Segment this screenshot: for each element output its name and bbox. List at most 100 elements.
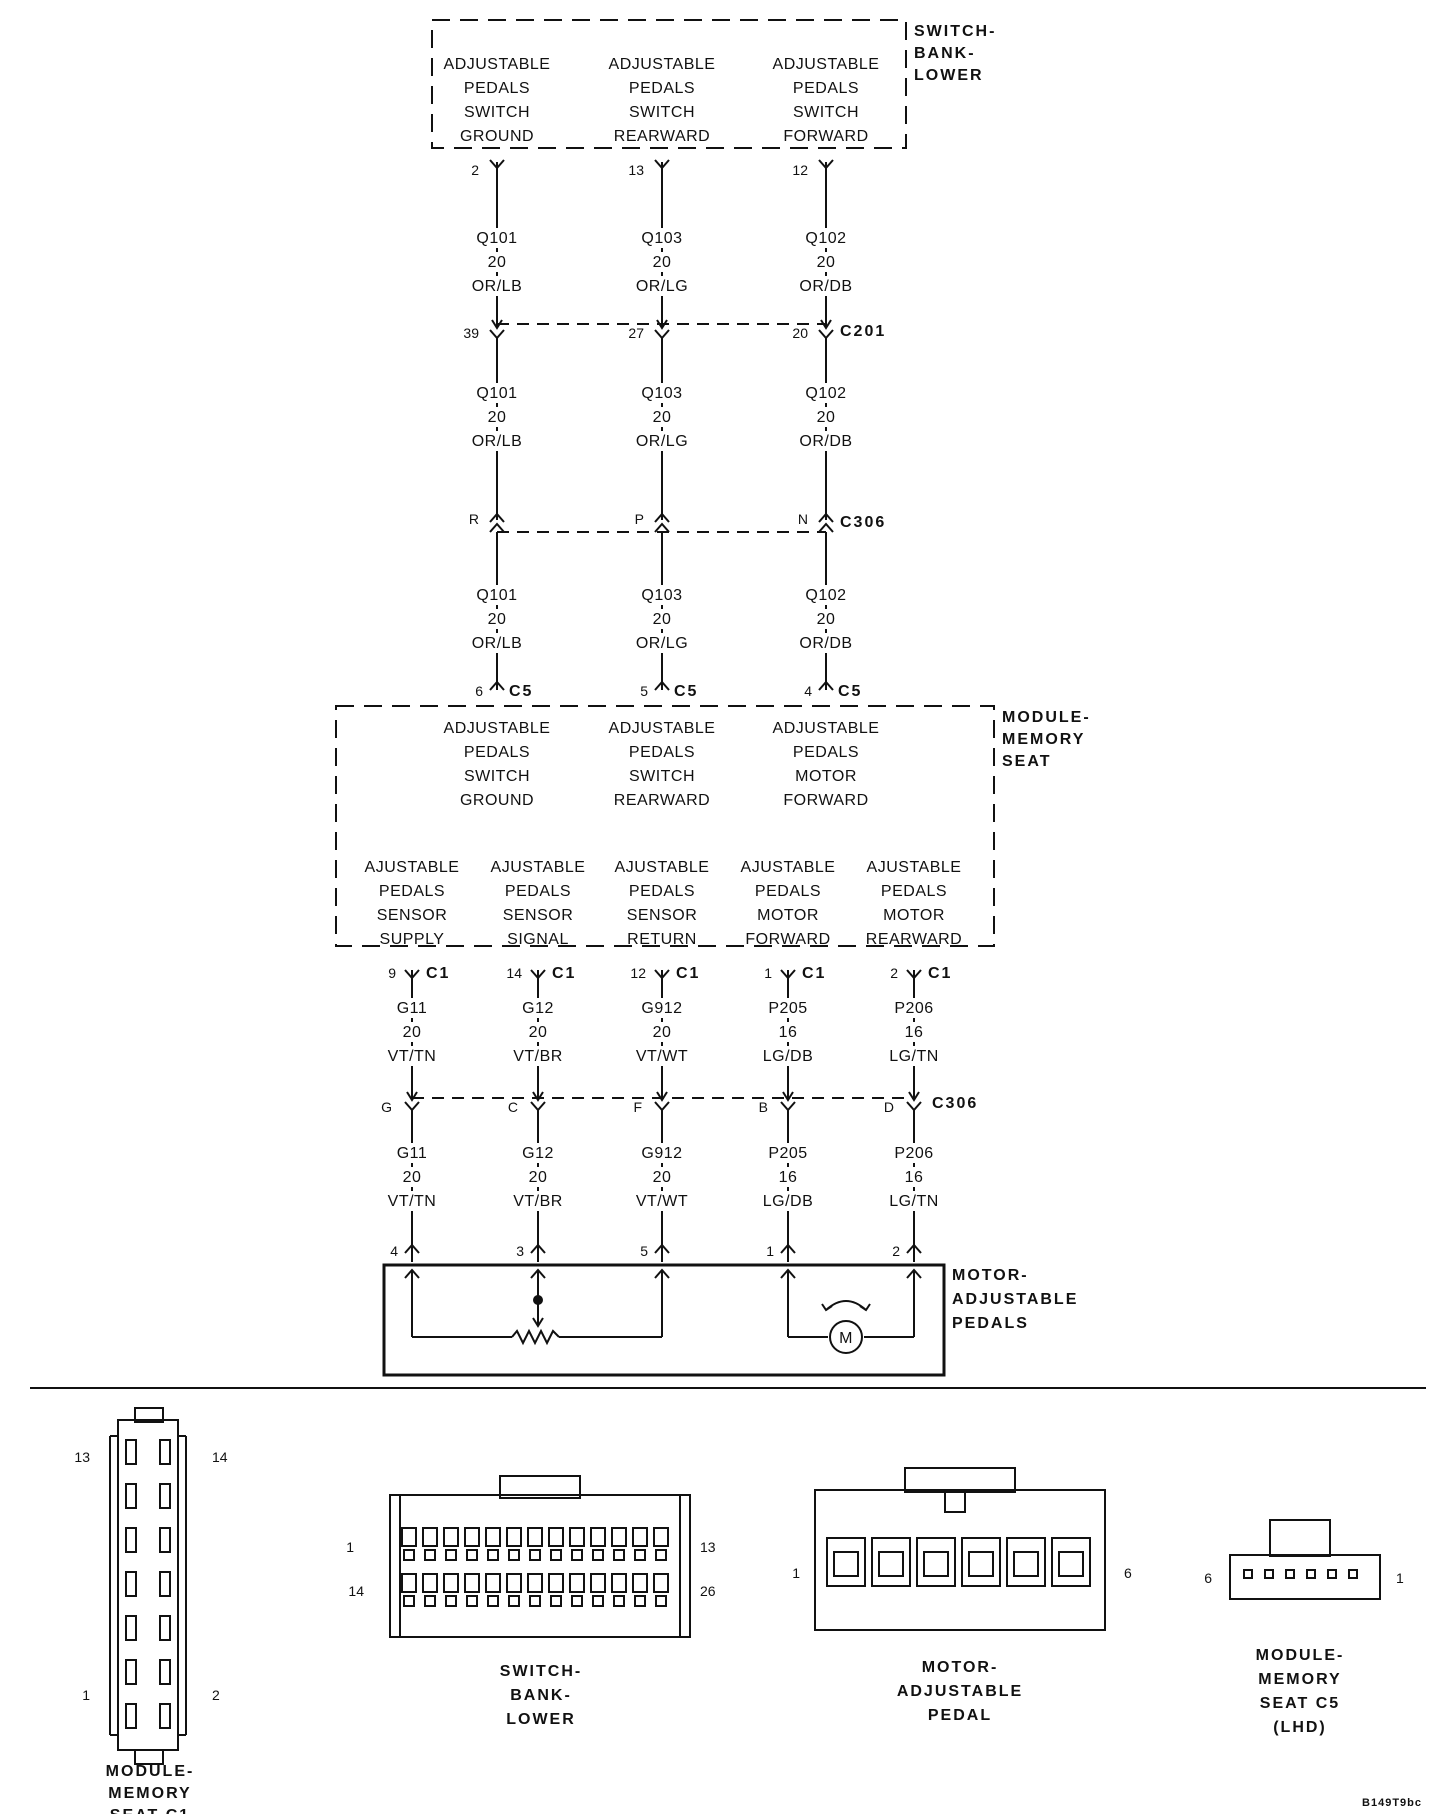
c5-view-title: SEAT C5 — [1260, 1695, 1340, 1712]
switch-pin-cavity — [529, 1595, 541, 1607]
wire-label-bg — [876, 1143, 952, 1163]
switch-function-label: ADJUSTABLE — [609, 56, 716, 73]
wire-color: OR/LB — [472, 635, 523, 652]
motor-pin-cavity — [1058, 1551, 1084, 1577]
module-top-function-label: SWITCH — [464, 768, 530, 785]
rotation-arrow — [821, 1303, 833, 1312]
switch-pin-cavity — [422, 1573, 438, 1593]
c306-pin-letter: R — [469, 511, 479, 527]
wire-gauge: 20 — [488, 409, 507, 426]
switch-pin-cavity — [485, 1573, 501, 1593]
wire-label-bg — [622, 407, 702, 427]
module-top-function-label: FORWARD — [783, 792, 868, 809]
c1-view-pin: 14 — [212, 1449, 228, 1465]
switch-pin-cavity — [443, 1527, 459, 1547]
wiper-junction — [533, 1295, 543, 1305]
module-top-function-label: SWITCH — [629, 768, 695, 785]
c306-terminal — [906, 1101, 922, 1112]
c1-label: C1 — [928, 965, 952, 982]
c1-pin-cavity — [159, 1615, 171, 1641]
switch-pin-cavity — [632, 1573, 648, 1593]
wire-circuit: Q101 — [476, 385, 517, 402]
wire-color: VT/BR — [513, 1193, 563, 1210]
c1-view-pin: 2 — [212, 1687, 220, 1703]
module-memory-seat-title: MEMORY — [1002, 731, 1085, 748]
wire-label-bg — [500, 1167, 576, 1187]
wire-circuit: Q101 — [476, 587, 517, 604]
wire-gauge: 20 — [653, 254, 672, 271]
c5-terminal — [489, 680, 505, 691]
c201-pin-number: 39 — [463, 325, 479, 341]
wire-label-bg — [457, 633, 537, 653]
module-memory-seat-title: MODULE- — [1002, 709, 1091, 726]
switch-pin-cavity — [443, 1573, 459, 1593]
switch-view-title: LOWER — [506, 1711, 576, 1728]
wire-gauge: 20 — [653, 611, 672, 628]
arrow-marker — [820, 319, 832, 330]
switch-function-label: ADJUSTABLE — [444, 56, 551, 73]
wire-label-bg — [622, 252, 702, 272]
switch-bank-lower-box — [431, 19, 907, 149]
wire-label-bg — [786, 252, 866, 272]
wire-color: OR/DB — [799, 635, 852, 652]
wire-circuit: Q103 — [641, 230, 682, 247]
figure-id: B149T9bc — [1362, 1797, 1422, 1809]
wire-color: LG/DB — [763, 1048, 814, 1065]
module-top-function-label: GROUND — [460, 792, 534, 809]
c1-view-pin: 13 — [74, 1449, 90, 1465]
arrow-marker — [656, 1091, 668, 1102]
wire-label-bg — [622, 431, 702, 451]
c5-pin-cavity — [1243, 1569, 1253, 1579]
module-bottom-function-label: SENSOR — [377, 907, 448, 924]
module-top-function-label: REARWARD — [614, 792, 710, 809]
switch-pin-cavity — [613, 1549, 625, 1561]
module-bottom-function-label: SIGNAL — [507, 931, 569, 948]
c306-terminal — [489, 522, 505, 533]
motor-pin-cavity — [878, 1551, 904, 1577]
arrow-marker — [532, 1091, 544, 1102]
module-bottom-function-label: AJUSTABLE — [615, 859, 710, 876]
switch-pin-cavity — [506, 1527, 522, 1547]
c1-pin-number: 9 — [388, 965, 396, 981]
c1-label: C1 — [676, 965, 700, 982]
motor-connector-key — [944, 1489, 966, 1513]
switch-pin-cavity — [611, 1573, 627, 1593]
switch-pin-cavity — [655, 1549, 667, 1561]
switch-function-label: REARWARD — [614, 128, 710, 145]
motor-view-pin: 1 — [792, 1565, 800, 1581]
c1-pin-cavity — [125, 1439, 137, 1465]
switch-pin-cavity — [487, 1595, 499, 1607]
switch-pin-cavity — [527, 1527, 543, 1547]
c1-pin-cavity — [159, 1483, 171, 1509]
resistor — [511, 1328, 560, 1346]
switch-view-pin: 13 — [700, 1539, 716, 1555]
c1-pin-cavity — [159, 1439, 171, 1465]
switch-pin-cavity — [634, 1549, 646, 1561]
wire-color: OR/LG — [636, 433, 688, 450]
c306-terminal — [489, 512, 505, 523]
switch-pin-cavity — [653, 1573, 669, 1593]
module-memory-seat-title: SEAT — [1002, 753, 1051, 770]
wire-label-bg — [457, 383, 537, 403]
switch-pin-cavity — [401, 1527, 417, 1547]
wire-circuit: Q102 — [805, 385, 846, 402]
switch-pin-cavity — [571, 1595, 583, 1607]
wire-color: OR/LB — [472, 278, 523, 295]
module-bottom-function-label: MOTOR — [757, 907, 819, 924]
switch-pin-cavity — [653, 1527, 669, 1547]
wire-gauge: 20 — [653, 1024, 672, 1041]
c306-pin-letter: B — [759, 1099, 768, 1115]
c1-pin-cavity — [159, 1571, 171, 1597]
wire-circuit: Q102 — [805, 230, 846, 247]
switch-function-label: PEDALS — [793, 80, 859, 97]
c306-pin-letter: G — [381, 1099, 392, 1115]
motor-pin-number: 4 — [390, 1243, 398, 1259]
motor-pin-cavity — [1006, 1537, 1046, 1587]
c1-bottom-latch — [134, 1749, 164, 1765]
switch-function-label: SWITCH — [464, 104, 530, 121]
c5-pin-cavity — [1306, 1569, 1316, 1579]
switch-pin-cavity — [590, 1573, 606, 1593]
wire-gauge: 20 — [488, 611, 507, 628]
switch-connector-latch — [499, 1475, 581, 1499]
c5-view-pin: 1 — [1396, 1570, 1404, 1586]
